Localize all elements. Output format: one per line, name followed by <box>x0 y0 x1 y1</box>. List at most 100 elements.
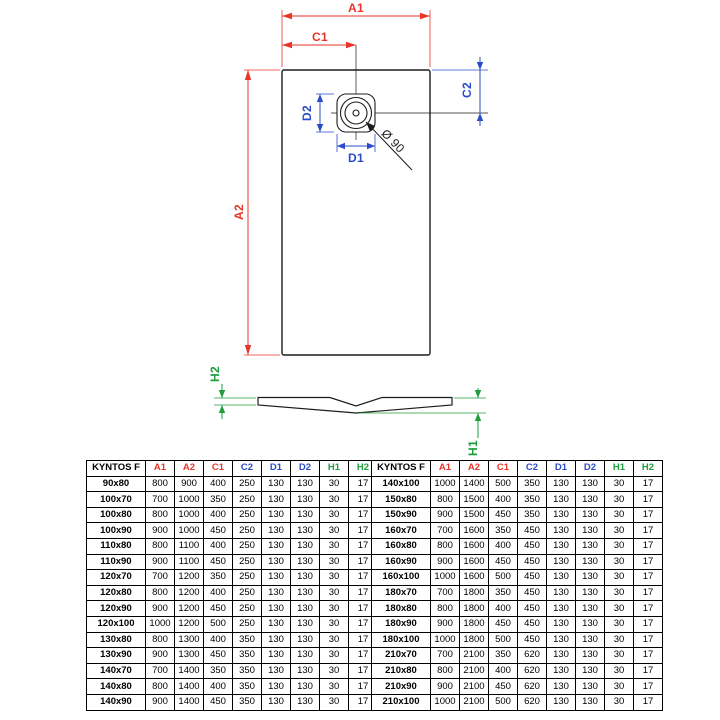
col-header-a1: A1 <box>430 460 460 477</box>
value-cell: 1100 <box>174 537 204 555</box>
value-cell: 130 <box>261 506 291 524</box>
value-cell: 17 <box>633 584 663 602</box>
dim-label-a2: A2 <box>232 204 246 220</box>
value-cell: 30 <box>319 600 349 617</box>
dim-label-c1: C1 <box>312 30 328 44</box>
value-cell: 30 <box>319 553 349 571</box>
value-cell: 350 <box>488 584 518 602</box>
value-cell: 30 <box>319 615 349 633</box>
value-cell: 800 <box>145 584 175 602</box>
value-cell: 900 <box>430 678 460 695</box>
value-cell: 450 <box>203 647 233 664</box>
value-cell: 130 <box>261 631 291 649</box>
value-cell: 1000 <box>430 569 460 586</box>
value-cell: 130 <box>546 631 576 649</box>
value-cell: 620 <box>517 647 547 664</box>
value-cell: 350 <box>488 647 518 664</box>
size-cell: 120x90 <box>86 600 146 617</box>
value-cell: 30 <box>604 631 634 649</box>
col-header-c2: C2 <box>517 460 547 477</box>
value-cell: 130 <box>290 491 320 508</box>
value-cell: 130 <box>575 631 605 649</box>
dim-a1 <box>281 10 431 67</box>
value-cell: 17 <box>633 678 663 695</box>
value-cell: 130 <box>546 506 576 524</box>
value-cell: 130 <box>261 569 291 586</box>
value-cell: 30 <box>604 615 634 633</box>
value-cell: 1500 <box>459 506 489 524</box>
value-cell: 800 <box>145 506 175 524</box>
value-cell: 30 <box>604 537 634 555</box>
value-cell: 30 <box>604 600 634 617</box>
value-cell: 400 <box>203 506 233 524</box>
value-cell: 17 <box>633 506 663 524</box>
value-cell: 130 <box>546 553 576 571</box>
size-cell: 140x90 <box>86 693 146 711</box>
value-cell: 450 <box>203 600 233 617</box>
value-cell: 450 <box>517 600 547 617</box>
value-cell: 130 <box>575 537 605 555</box>
value-cell: 30 <box>319 662 349 680</box>
value-cell: 900 <box>145 647 175 664</box>
value-cell: 30 <box>319 569 349 586</box>
value-cell: 30 <box>319 491 349 508</box>
dim-label-d2: D2 <box>300 105 314 121</box>
value-cell: 130 <box>290 569 320 586</box>
value-cell: 17 <box>633 491 663 508</box>
value-cell: 130 <box>575 475 605 493</box>
dim-label-d1: D1 <box>348 151 364 165</box>
value-cell: 800 <box>430 600 460 617</box>
col-header-a2: A2 <box>174 460 204 477</box>
value-cell: 250 <box>232 475 262 493</box>
value-cell: 30 <box>604 506 634 524</box>
value-cell: 30 <box>604 678 634 695</box>
size-cell: 150x80 <box>371 491 431 508</box>
value-cell: 500 <box>203 615 233 633</box>
value-cell: 30 <box>319 537 349 555</box>
size-cell: 160x80 <box>371 537 431 555</box>
value-cell: 1500 <box>459 491 489 508</box>
value-cell: 250 <box>232 522 262 539</box>
value-cell: 1000 <box>430 475 460 493</box>
value-cell: 400 <box>203 584 233 602</box>
value-cell: 130 <box>546 475 576 493</box>
col-header-c2: C2 <box>232 460 262 477</box>
value-cell: 250 <box>232 506 262 524</box>
size-cell: 120x100 <box>86 615 146 633</box>
value-cell: 17 <box>633 631 663 649</box>
value-cell: 30 <box>604 584 634 602</box>
value-cell: 130 <box>575 600 605 617</box>
value-cell: 130 <box>261 522 291 539</box>
value-cell: 17 <box>633 553 663 571</box>
value-cell: 130 <box>290 475 320 493</box>
value-cell: 1800 <box>459 584 489 602</box>
value-cell: 800 <box>430 537 460 555</box>
value-cell: 700 <box>430 522 460 539</box>
size-cell: 100x80 <box>86 506 146 524</box>
value-cell: 350 <box>517 491 547 508</box>
size-cell: 160x70 <box>371 522 431 539</box>
value-cell: 2100 <box>459 678 489 695</box>
value-cell: 130 <box>575 553 605 571</box>
value-cell: 1800 <box>459 631 489 649</box>
value-cell: 450 <box>203 553 233 571</box>
value-cell: 700 <box>145 491 175 508</box>
value-cell: 250 <box>232 491 262 508</box>
size-cell: 120x70 <box>86 569 146 586</box>
value-cell: 17 <box>633 600 663 617</box>
value-cell: 900 <box>145 522 175 539</box>
size-cell: 100x90 <box>86 522 146 539</box>
value-cell: 130 <box>575 678 605 695</box>
value-cell: 17 <box>633 475 663 493</box>
